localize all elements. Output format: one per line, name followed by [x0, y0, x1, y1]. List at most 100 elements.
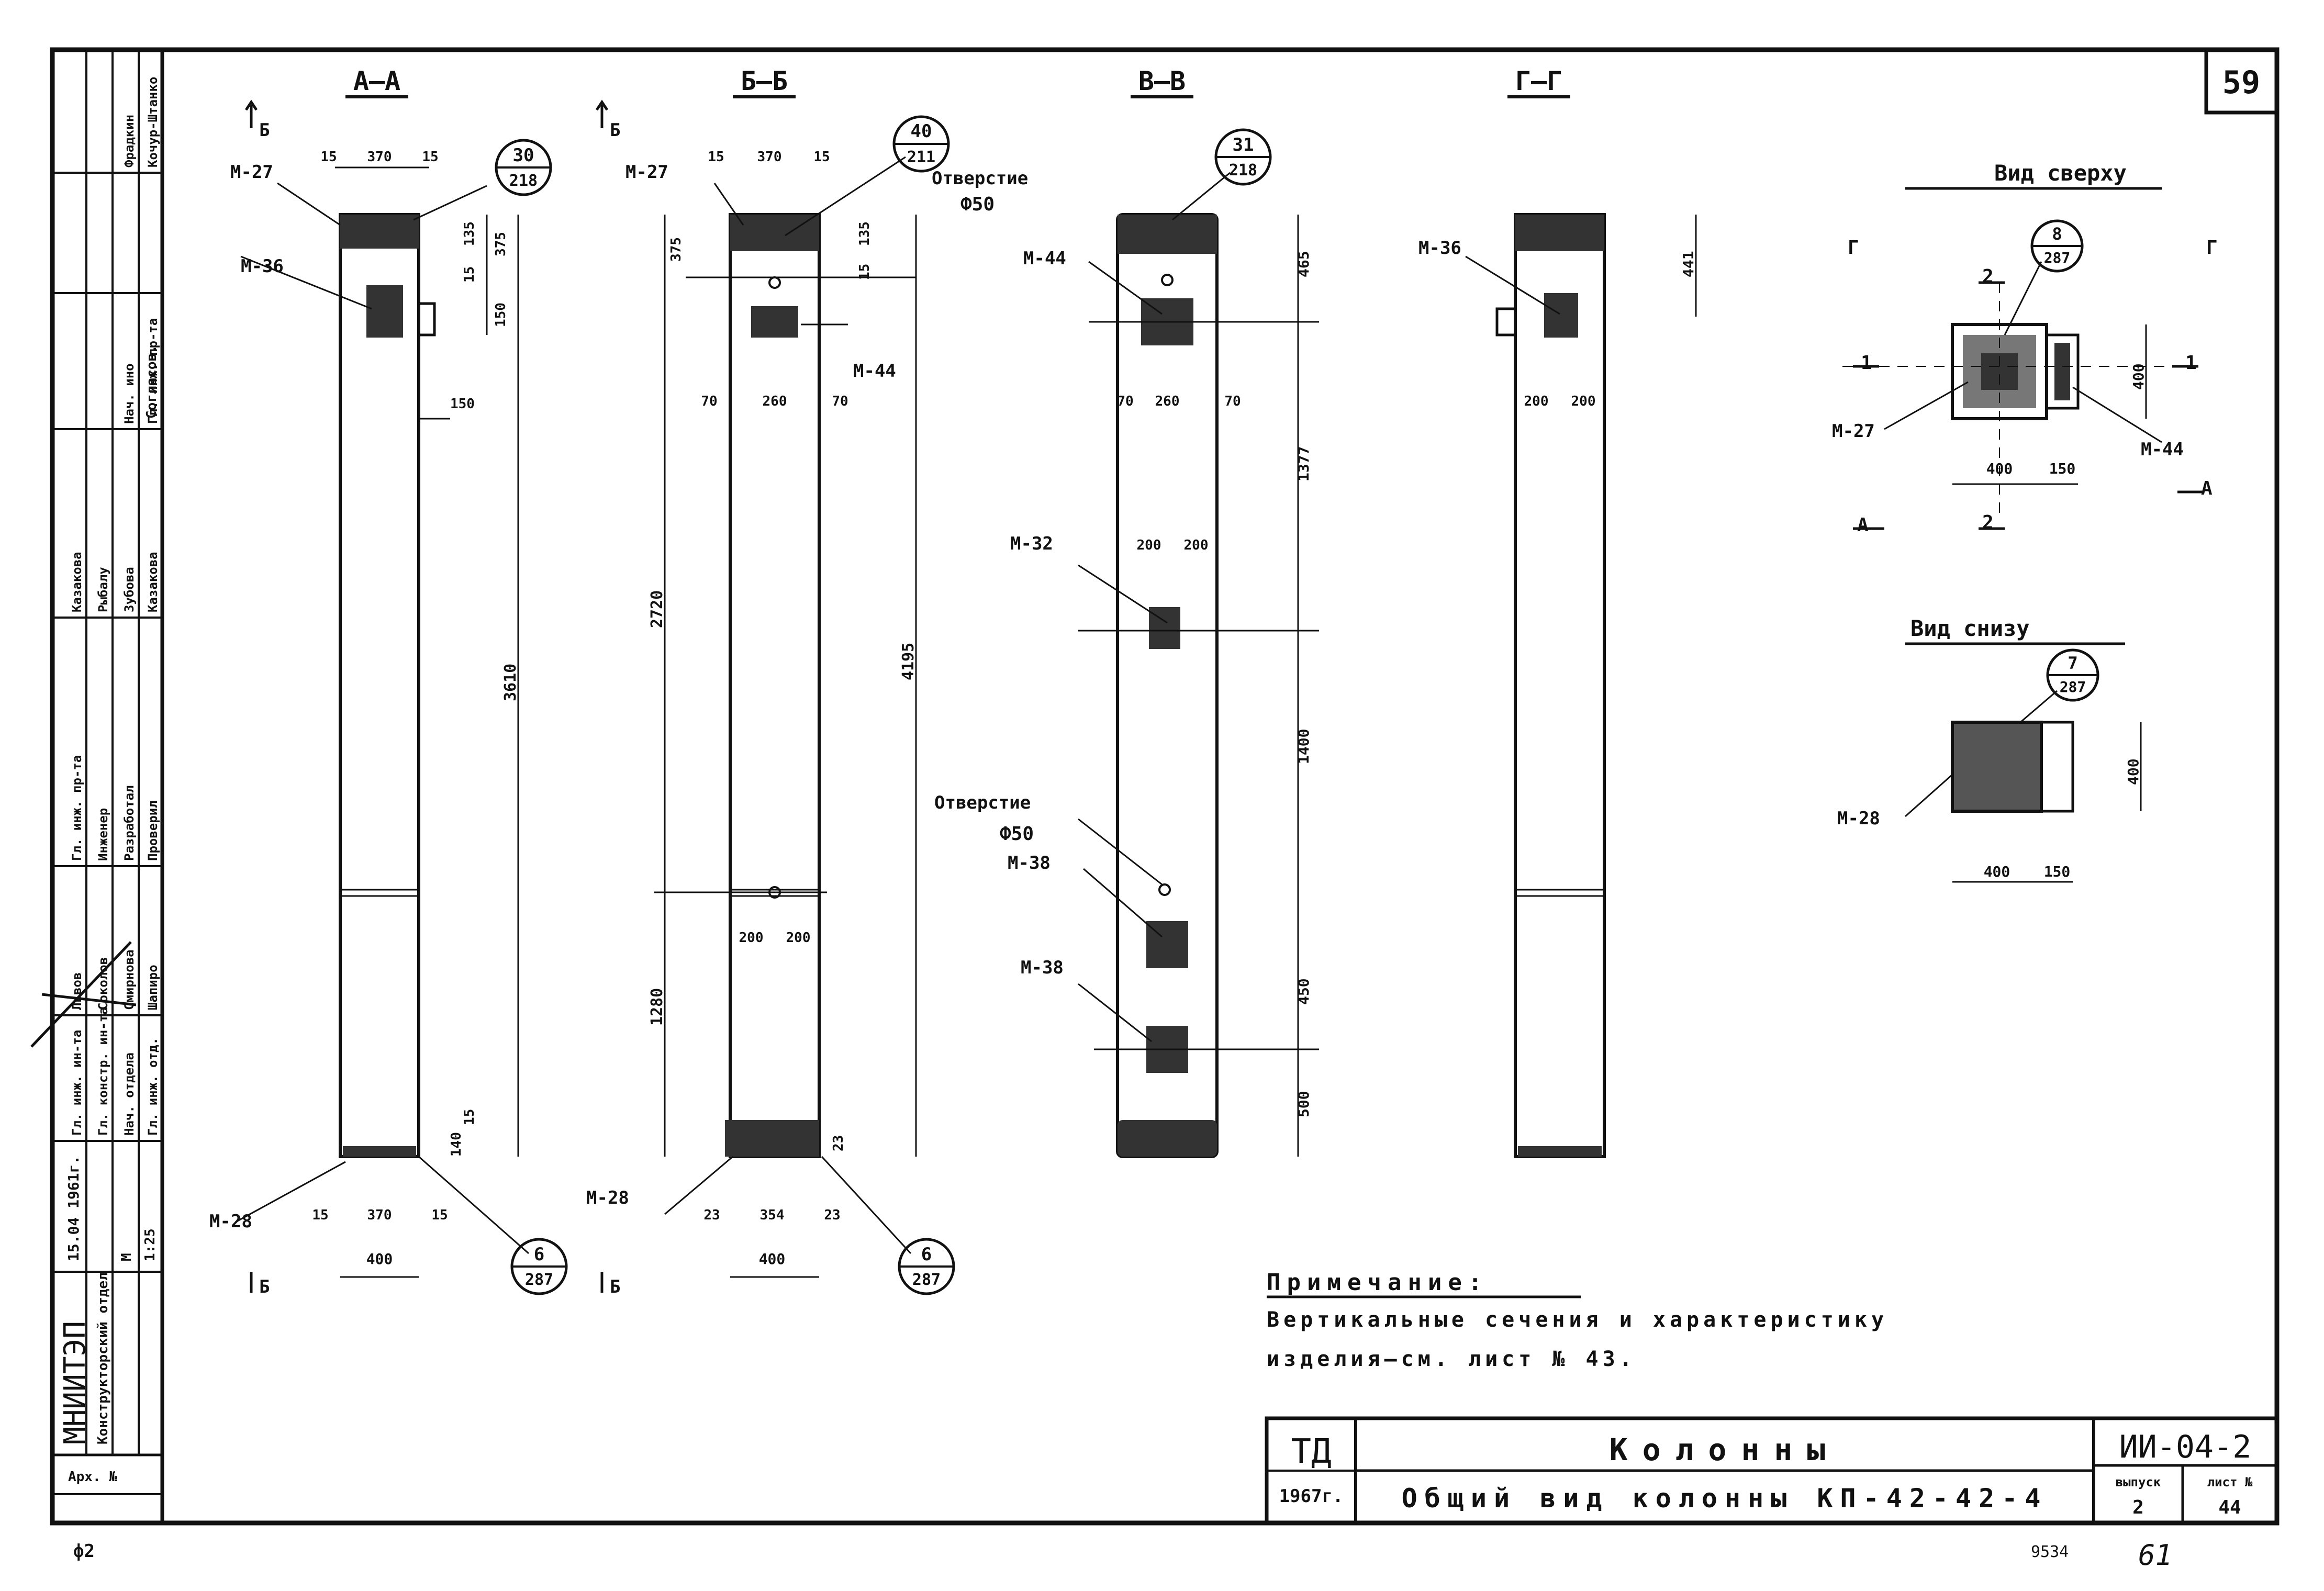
view-gg-dim-top: 441 [1680, 251, 1697, 277]
view-vv-hole-dia-mid: Ф50 [1000, 823, 1034, 845]
top-view-cut-markers: А А 1 1 2 2 Г Г [1848, 237, 2218, 536]
view-bb-bubble-top-num: 40 [911, 121, 932, 142]
stamp-role: Нач. отдела [122, 1052, 137, 1136]
stamp-name: Фрадкин [122, 115, 137, 167]
title-block-sheet: 44 [2218, 1497, 2241, 1518]
bottom-view [1905, 648, 2142, 883]
view-aa-mark-embed: М-36 [241, 256, 284, 277]
dim-label: 4195 [899, 643, 918, 680]
view-gg [1465, 95, 1697, 1158]
dim-label: 15 [708, 149, 724, 165]
view-vv-bubble-num: 31 [1233, 135, 1254, 155]
stamp-date: 15.04 1961г. [65, 1156, 82, 1261]
view-aa-mark-top: М-27 [230, 162, 273, 183]
view-vv-mark-m38b: М-38 [1021, 957, 1064, 978]
cut-label: Г [2206, 237, 2218, 259]
dim-label: 370 [367, 1207, 392, 1223]
view-aa-cut-top: Б [259, 120, 270, 141]
dim-label: 23 [831, 1135, 846, 1151]
view-aa-bubble-top-sheet: 218 [509, 172, 538, 190]
bottom-view-bubble-num: 7 [2068, 653, 2077, 673]
note-title: Примечание: [1267, 1269, 1488, 1296]
bottom-view-dim-console: 150 [2044, 863, 2071, 880]
view-bb-mark-embed: М-44 [853, 361, 896, 382]
dim-label: 135 [857, 221, 873, 246]
stamp-role: Гл. инж. отд. [146, 1037, 160, 1136]
sheet-number: 59 [2222, 64, 2260, 101]
stamp-dept: Конструкторский отдел [95, 1272, 111, 1444]
top-view-bubble-num: 8 [2052, 224, 2062, 244]
dim-label: 3610 [501, 664, 520, 701]
view-aa-title: А—А [353, 66, 400, 96]
title-block-issue-label: выпуск [2116, 1475, 2161, 1489]
stamp-archive: Арх. № [68, 1469, 117, 1485]
view-bb-cut-top: Б [610, 120, 620, 141]
top-view-dim-w: 400 [1986, 460, 2013, 477]
view-gg-dim-wl: 200 [1524, 394, 1549, 409]
view-aa-bubble-bottom-num: 6 [534, 1244, 544, 1265]
view-vv-title: В—В [1138, 66, 1186, 96]
dim-label: 150 [493, 302, 509, 327]
view-vv-bubble-sheet: 218 [1229, 161, 1257, 180]
bottom-view-dim-h: 400 [2125, 758, 2142, 785]
dim-label: 2720 [648, 590, 666, 628]
view-aa-dimensions: 15 370 15 135 15 375 150 150 3610 15 140… [312, 149, 520, 1268]
view-aa-bubble-bottom-sheet: 287 [525, 1271, 553, 1289]
stamp-name: Казакова [70, 552, 84, 612]
view-gg-dim-wr: 200 [1571, 394, 1596, 409]
stamp-name: Зубова [122, 567, 137, 612]
margin-note-sheet: 61 [2138, 1539, 2172, 1572]
top-view-dim-console: 150 [2049, 460, 2076, 477]
stamp-org: МНИИТЭП [58, 1321, 92, 1444]
signature-mark [30, 941, 137, 1048]
dim-label: 370 [367, 149, 392, 165]
dim-label: 140 [449, 1132, 464, 1157]
view-bb-bubble-bottom-sheet: 287 [912, 1271, 941, 1289]
view-aa-bubble-top-num: 30 [513, 145, 534, 166]
note-line-2: изделия—см. лист № 43. [1267, 1347, 1636, 1371]
embed-plate [751, 306, 798, 338]
view-vv-mark-m38a: М-38 [1008, 853, 1051, 873]
dim-label: 450 [1295, 978, 1312, 1005]
stamp-role: Проверил [146, 800, 160, 861]
stamp-role: Нач. ино [122, 363, 137, 424]
dim-label: 400 [759, 1250, 786, 1268]
view-vv [1078, 95, 1319, 1158]
view-vv-hole-dia-top: Ф50 [960, 194, 995, 215]
dim-label: 15 [857, 264, 873, 280]
view-vv-hole-label-mid: Отверстие [934, 792, 1031, 813]
cut-label: А [1857, 514, 1869, 536]
bottom-view-dim-w: 400 [1984, 863, 2010, 880]
title-block [1265, 1416, 2279, 1525]
embed-plate [366, 285, 403, 338]
title-block-series: ИИ-04-2 [2119, 1429, 2252, 1465]
dim-label: 375 [493, 232, 509, 256]
dim-label: 70 [701, 394, 717, 409]
dim-label: 70 [832, 394, 848, 409]
title-block-title: Колонны [1610, 1432, 1840, 1467]
stamp-name: Смирнова [122, 949, 137, 1010]
dim-label: 70 [1224, 394, 1241, 409]
dim-label: 465 [1295, 251, 1312, 277]
note-line-1: Вертикальные сечения и характеристику [1267, 1308, 1888, 1332]
cut-label: 1 [2185, 352, 2197, 374]
dim-label: 23 [703, 1207, 720, 1223]
dim-label: 70 [1117, 394, 1133, 409]
stamp-role: Гл. инж. пр-та [70, 755, 84, 861]
dim-label: 15 [462, 1109, 477, 1125]
cut-label: А [2201, 478, 2213, 499]
dim-label: 200 [786, 930, 811, 946]
dim-label: 260 [763, 394, 787, 409]
dim-label: 15 [431, 1207, 448, 1223]
view-vv-mark-m32: М-32 [1010, 533, 1053, 554]
view-vv-dimensions: 465 70 260 70 1377 200 200 1400 450 500 [1117, 251, 1312, 1117]
view-bb-dimensions: 15 370 15 375 135 15 70 260 70 2720 4195… [648, 149, 918, 1268]
stamp-scale: 1:25 [142, 1228, 158, 1261]
dim-label: 500 [1295, 1091, 1312, 1117]
cut-label: Г [1848, 237, 1859, 259]
stamp-agreed: Согласов. [144, 345, 160, 419]
stamp-name: Кочур-Штанко [146, 77, 160, 167]
view-aa [235, 95, 568, 1295]
